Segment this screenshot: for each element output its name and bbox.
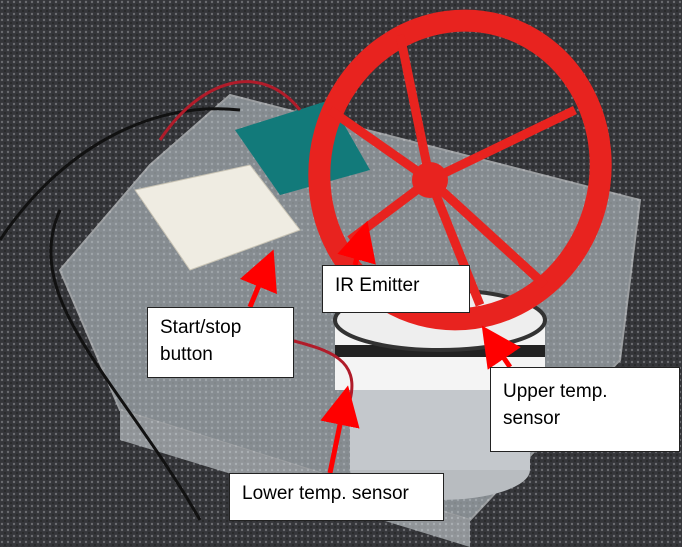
breadboard <box>134 164 301 271</box>
ir-emitter-text: IR Emitter <box>335 275 420 296</box>
start-stop-text-line2: button <box>160 344 213 365</box>
label-start-stop-button: Start/stop button <box>147 307 294 378</box>
start-stop-text-line1: Start/stop <box>160 317 242 338</box>
red-flywheel <box>308 9 612 331</box>
arrow-ir-emitter <box>337 220 376 266</box>
arrow-start-stop <box>239 249 277 308</box>
arrow-upper-temp <box>481 325 521 370</box>
label-lower-temp-sensor: Lower temp. sensor <box>229 473 444 521</box>
label-upper-temp-sensor: Upper temp. sensor <box>490 367 680 452</box>
upper-temp-text-line1: Upper temp. <box>503 381 608 402</box>
arrow-lower-temp <box>320 385 360 474</box>
upper-temp-text-line2: sensor <box>503 408 561 429</box>
lower-temp-text: Lower temp. sensor <box>242 483 409 504</box>
label-ir-emitter: IR Emitter <box>322 265 470 313</box>
annotation-arrows <box>239 220 521 474</box>
